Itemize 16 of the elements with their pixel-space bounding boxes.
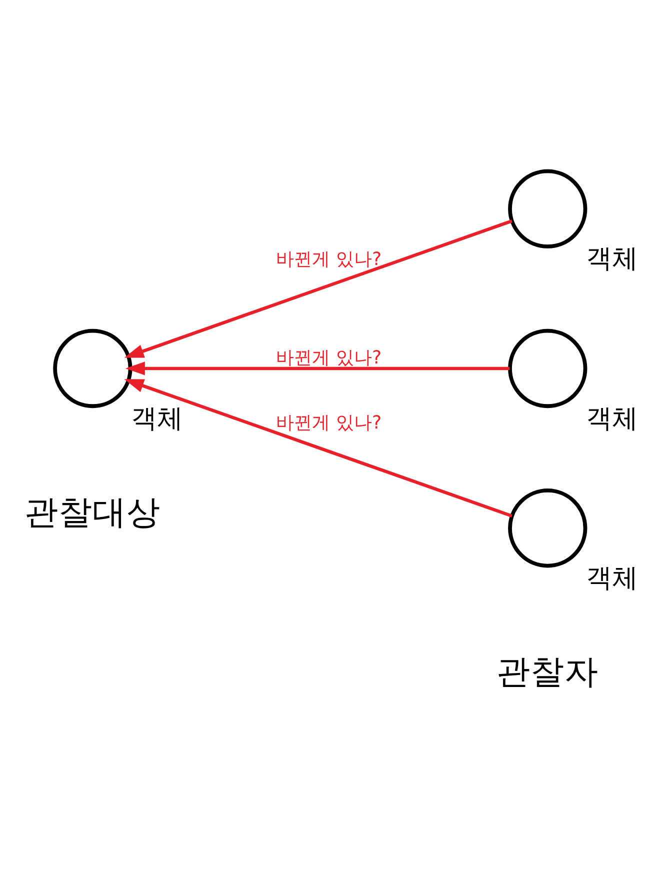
node-circle: [508, 488, 588, 568]
node-circle: [508, 328, 588, 408]
node-label: 객체: [586, 404, 638, 434]
node-circle: [508, 169, 588, 248]
arrow: [125, 362, 510, 376]
label: 관찰대상: [24, 492, 161, 532]
label: 관찰자: [496, 652, 599, 691]
node-label: 객체: [130, 404, 183, 434]
edge-label: 바뀐게 있나?: [276, 248, 382, 270]
edge-label: 바뀐게 있나?: [276, 412, 382, 434]
node-circle: [53, 328, 132, 408]
node-label: 객체: [586, 244, 638, 274]
node-label: 객체: [586, 564, 638, 594]
arrow: [124, 219, 512, 358]
arrow: [124, 379, 512, 518]
edge-label: 바뀐게 있나?: [276, 348, 382, 369]
